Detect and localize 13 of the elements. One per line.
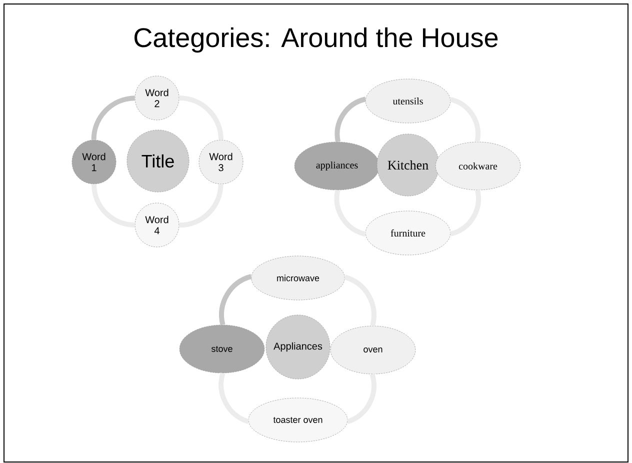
ring-arc [92, 184, 135, 228]
ring-arc [344, 274, 376, 326]
ring-arc [450, 190, 481, 236]
ring-arc [334, 96, 366, 142]
ring-arc [91, 96, 135, 140]
ring-arc [179, 184, 224, 228]
slide-title: Categories: Around the House [134, 27, 498, 53]
ring-arc [450, 97, 480, 142]
ring-arc [334, 190, 366, 237]
ring-arc [346, 374, 376, 424]
ring-arc [219, 274, 252, 326]
ring-arc [218, 372, 250, 424]
ring-arc [179, 96, 224, 140]
